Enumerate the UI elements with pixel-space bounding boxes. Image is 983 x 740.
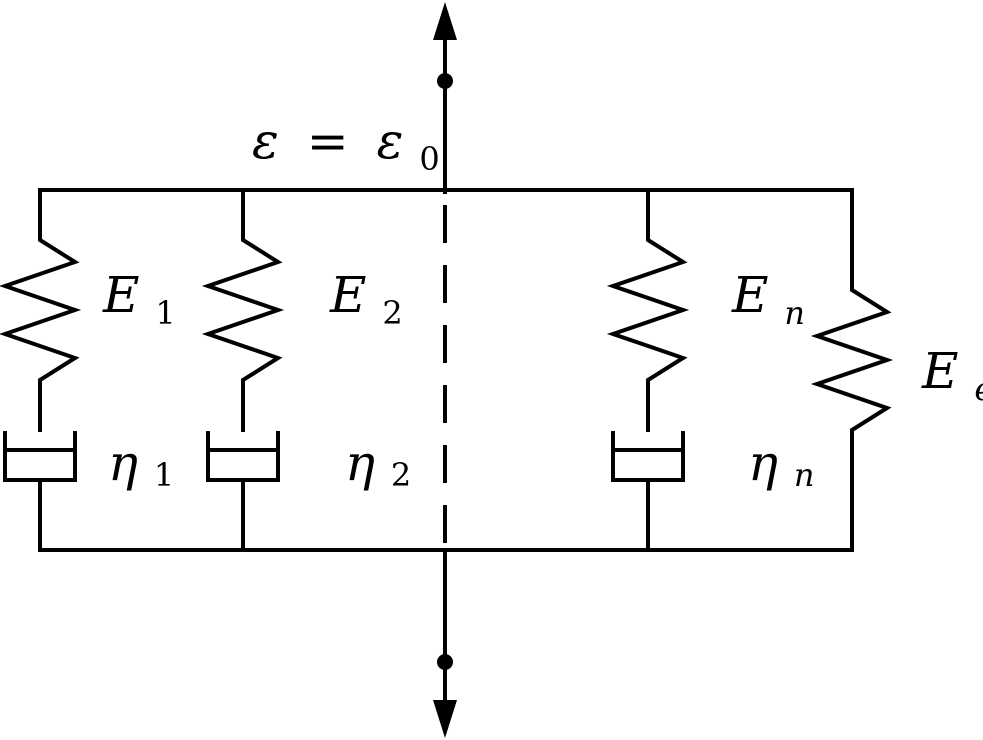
maxwell-branch-n bbox=[606, 190, 690, 552]
strain-symbol: ε bbox=[252, 112, 279, 170]
dashpot-2-symbol: η bbox=[345, 434, 375, 492]
dashpot-1-subscript: 1 bbox=[154, 456, 174, 494]
spring-1-label: E 1 bbox=[102, 266, 176, 332]
loading-axis bbox=[433, 2, 457, 738]
spring-2 bbox=[201, 190, 285, 432]
arrow-up-icon bbox=[433, 2, 457, 40]
spring-1 bbox=[0, 190, 82, 432]
maxwell-branch-2 bbox=[201, 190, 285, 552]
dashpot-1-label: η 1 bbox=[108, 434, 174, 494]
spring-e-symbol: E bbox=[921, 342, 959, 400]
dashpot-2-cylinder bbox=[206, 431, 280, 482]
spring-e-label: E e bbox=[921, 342, 983, 408]
dashpot-1-symbol: η bbox=[108, 434, 138, 492]
dashpot-n-symbol: η bbox=[748, 434, 778, 492]
axis-bottom-node bbox=[437, 654, 453, 670]
initial-strain-subscript: 0 bbox=[419, 140, 439, 178]
initial-strain-symbol: ε bbox=[377, 112, 404, 170]
arrow-down-icon bbox=[433, 700, 457, 738]
spring-2-symbol: E bbox=[329, 266, 367, 324]
dashpot-n-label: η n bbox=[748, 434, 814, 494]
spring-1-symbol: E bbox=[102, 266, 140, 324]
spring-2-subscript: 2 bbox=[382, 294, 402, 332]
equilibrium-branch bbox=[810, 190, 894, 550]
maxwell-branch-1 bbox=[0, 190, 82, 552]
spring-n-label: E n bbox=[731, 266, 805, 332]
spring-1-subscript: 1 bbox=[155, 294, 175, 332]
spring-n-symbol: E bbox=[731, 266, 769, 324]
dashpot-n-cylinder bbox=[611, 431, 685, 482]
axis-top-node bbox=[437, 73, 453, 89]
dashpot-2-label: η 2 bbox=[345, 434, 411, 494]
spring-e-subscript: e bbox=[974, 370, 983, 408]
spring-n bbox=[606, 190, 690, 432]
spring-2-label: E 2 bbox=[329, 266, 403, 332]
equals-sign: = bbox=[307, 112, 349, 170]
dashpot-1-cylinder bbox=[3, 431, 77, 482]
spring-n-subscript: n bbox=[784, 294, 805, 332]
dashpot-n-subscript: n bbox=[794, 456, 815, 494]
strain-condition-label: ε = ε 0 bbox=[252, 112, 440, 178]
spring-e bbox=[810, 190, 894, 550]
dashpot-2-subscript: 2 bbox=[391, 456, 411, 494]
